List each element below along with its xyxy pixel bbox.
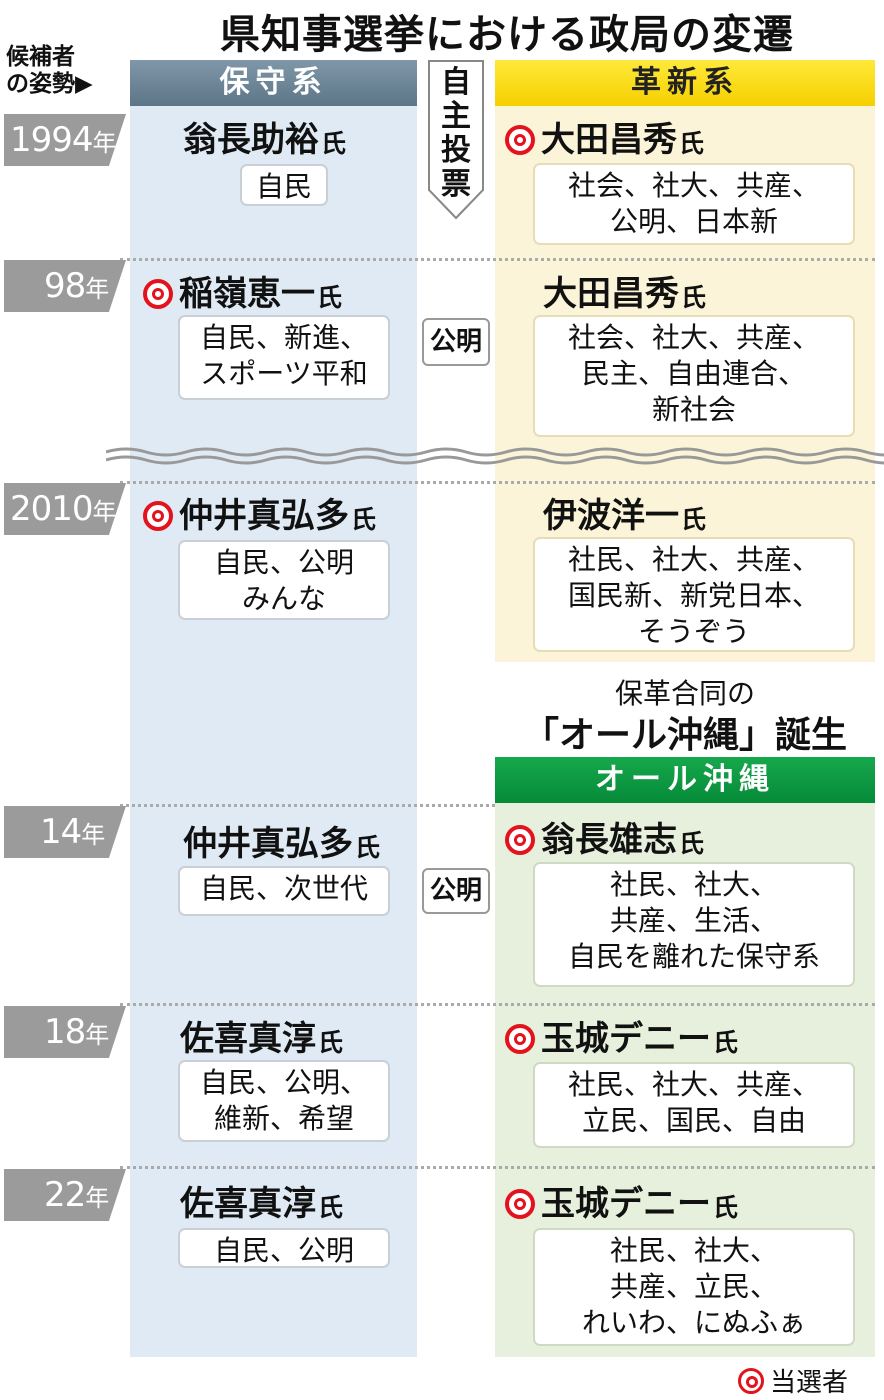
winner-mark-icon: [143, 501, 173, 531]
candidate-name: 大田昌秀氏: [543, 270, 706, 318]
reformist-header: 革新系: [495, 60, 875, 106]
party-box: 社民、社大、 共産、生活、 自民を離れた保守系: [533, 862, 855, 987]
row-divider: [120, 804, 495, 807]
year-value: 98: [44, 266, 86, 306]
honorific: 氏: [681, 505, 707, 534]
winner-mark-icon: [738, 1367, 764, 1394]
candidate-name-text: 玉城デニー: [541, 1184, 711, 1224]
stance-label-line: の姿勢▶: [6, 71, 93, 97]
jishu-arrow-icon: [428, 60, 484, 220]
conservative-column: [130, 60, 417, 1357]
year-suffix: 年: [81, 821, 105, 849]
candidate-name-text: 仲井真弘多: [183, 824, 353, 864]
party-box: 自民: [240, 164, 328, 206]
jishu-label: 自主投票: [441, 65, 471, 202]
party-box: 社会、社大、共産、 民主、自由連合、 新社会: [533, 315, 855, 437]
winner-mark-icon: [505, 1189, 535, 1219]
honorific: 氏: [679, 829, 705, 858]
candidate-name-text: 玉城デニー: [541, 1019, 711, 1059]
candidate-name-text: 翁長助裕: [183, 120, 319, 160]
candidate-name-text: 佐喜真淳: [180, 1019, 316, 1059]
year-tag: 14年: [4, 806, 126, 858]
year-suffix: 年: [85, 1184, 109, 1212]
honorific: 氏: [318, 1028, 344, 1057]
year-tag: 98年: [4, 260, 126, 312]
year-suffix: 年: [92, 129, 117, 157]
candidate-name: 仲井真弘多氏: [143, 492, 376, 540]
candidate-name: 佐喜真淳氏: [180, 1180, 343, 1228]
year-tag: 1994年: [4, 114, 126, 166]
winner-mark-icon: [143, 279, 173, 309]
party-box: 社民、社大、共産、 立民、国民、自由: [533, 1062, 855, 1148]
honorific: 氏: [713, 1193, 739, 1222]
candidate-name: 仲井真弘多氏: [183, 820, 380, 868]
party-box: 自民、新進、 スポーツ平和: [178, 315, 390, 400]
year-value: 18: [44, 1012, 86, 1052]
year-value: 22: [44, 1175, 86, 1215]
candidate-name: 玉城デニー氏: [505, 1015, 738, 1063]
honorific: 氏: [681, 283, 707, 312]
winner-mark-icon: [505, 125, 535, 155]
honorific: 氏: [318, 1193, 344, 1222]
stance-label: 候補者の姿勢▶: [6, 44, 93, 98]
candidate-name: 翁長助裕氏: [183, 116, 346, 164]
legend: 当選者: [738, 1362, 848, 1399]
candidate-name: 伊波洋一氏: [543, 492, 706, 540]
year-suffix: 年: [92, 498, 117, 526]
honorific: 氏: [351, 505, 377, 534]
year-value: 1994: [10, 120, 94, 160]
honorific: 氏: [713, 1028, 739, 1057]
party-box: 自民、次世代: [178, 866, 390, 916]
party-box: 社民、社大、 共産、立民、 れいわ、にぬふぁ: [533, 1228, 855, 1346]
winner-mark-icon: [505, 825, 535, 855]
stance-label-line: 候補者: [6, 44, 75, 70]
legend-label: 当選者: [770, 1368, 849, 1398]
conservative-header: 保守系: [130, 60, 417, 106]
year-value: 2010: [10, 489, 94, 529]
row-divider: [120, 481, 875, 484]
timeline-break-icon: [106, 447, 884, 465]
candidate-name: 稲嶺恵一氏: [143, 270, 342, 318]
row-divider: [120, 258, 875, 261]
candidate-name: 佐喜真淳氏: [180, 1015, 343, 1063]
party-box: 社民、社大、共産、 国民新、新党日本、 そうぞう: [533, 537, 855, 652]
year-tag: 22年: [4, 1169, 126, 1221]
candidate-name: 玉城デニー氏: [505, 1180, 738, 1228]
party-box: 社会、社大、共産、 公明、日本新: [533, 163, 855, 245]
honorific: 氏: [355, 833, 381, 862]
candidate-name-text: 大田昌秀: [543, 274, 679, 314]
row-divider: [120, 1166, 875, 1169]
honorific: 氏: [317, 283, 343, 312]
candidate-name: 大田昌秀氏: [505, 116, 704, 164]
page-title: 県知事選挙における政局の変遷: [220, 12, 794, 58]
candidate-name-text: 大田昌秀: [541, 120, 677, 160]
komei-support-box: 公明: [422, 318, 490, 366]
candidate-name-text: 翁長雄志: [541, 820, 677, 860]
year-suffix: 年: [85, 1021, 109, 1049]
winner-mark-icon: [505, 1024, 535, 1054]
candidate-name: 翁長雄志氏: [505, 816, 704, 864]
candidate-name-text: 伊波洋一: [543, 496, 679, 536]
komei-support-box: 公明: [422, 868, 490, 914]
all-okinawa-header: オール沖縄: [495, 757, 875, 803]
year-value: 14: [40, 812, 82, 852]
candidate-name-text: 仲井真弘多: [179, 496, 349, 536]
party-box: 自民、公明: [178, 1228, 390, 1268]
candidate-name-text: 佐喜真淳: [180, 1184, 316, 1224]
year-tag: 2010年: [4, 483, 126, 535]
party-box: 自民、公明、 維新、希望: [178, 1060, 390, 1142]
candidate-name-text: 稲嶺恵一: [179, 274, 315, 314]
year-suffix: 年: [85, 275, 109, 303]
row-divider: [120, 1003, 875, 1006]
honorific: 氏: [321, 129, 347, 158]
transition-note: 保革合同の: [614, 677, 755, 710]
honorific: 氏: [679, 129, 705, 158]
transition-note-title: 「オール沖縄」誕生: [522, 715, 847, 756]
party-box: 自民、公明 みんな: [178, 540, 390, 620]
year-tag: 18年: [4, 1006, 126, 1058]
